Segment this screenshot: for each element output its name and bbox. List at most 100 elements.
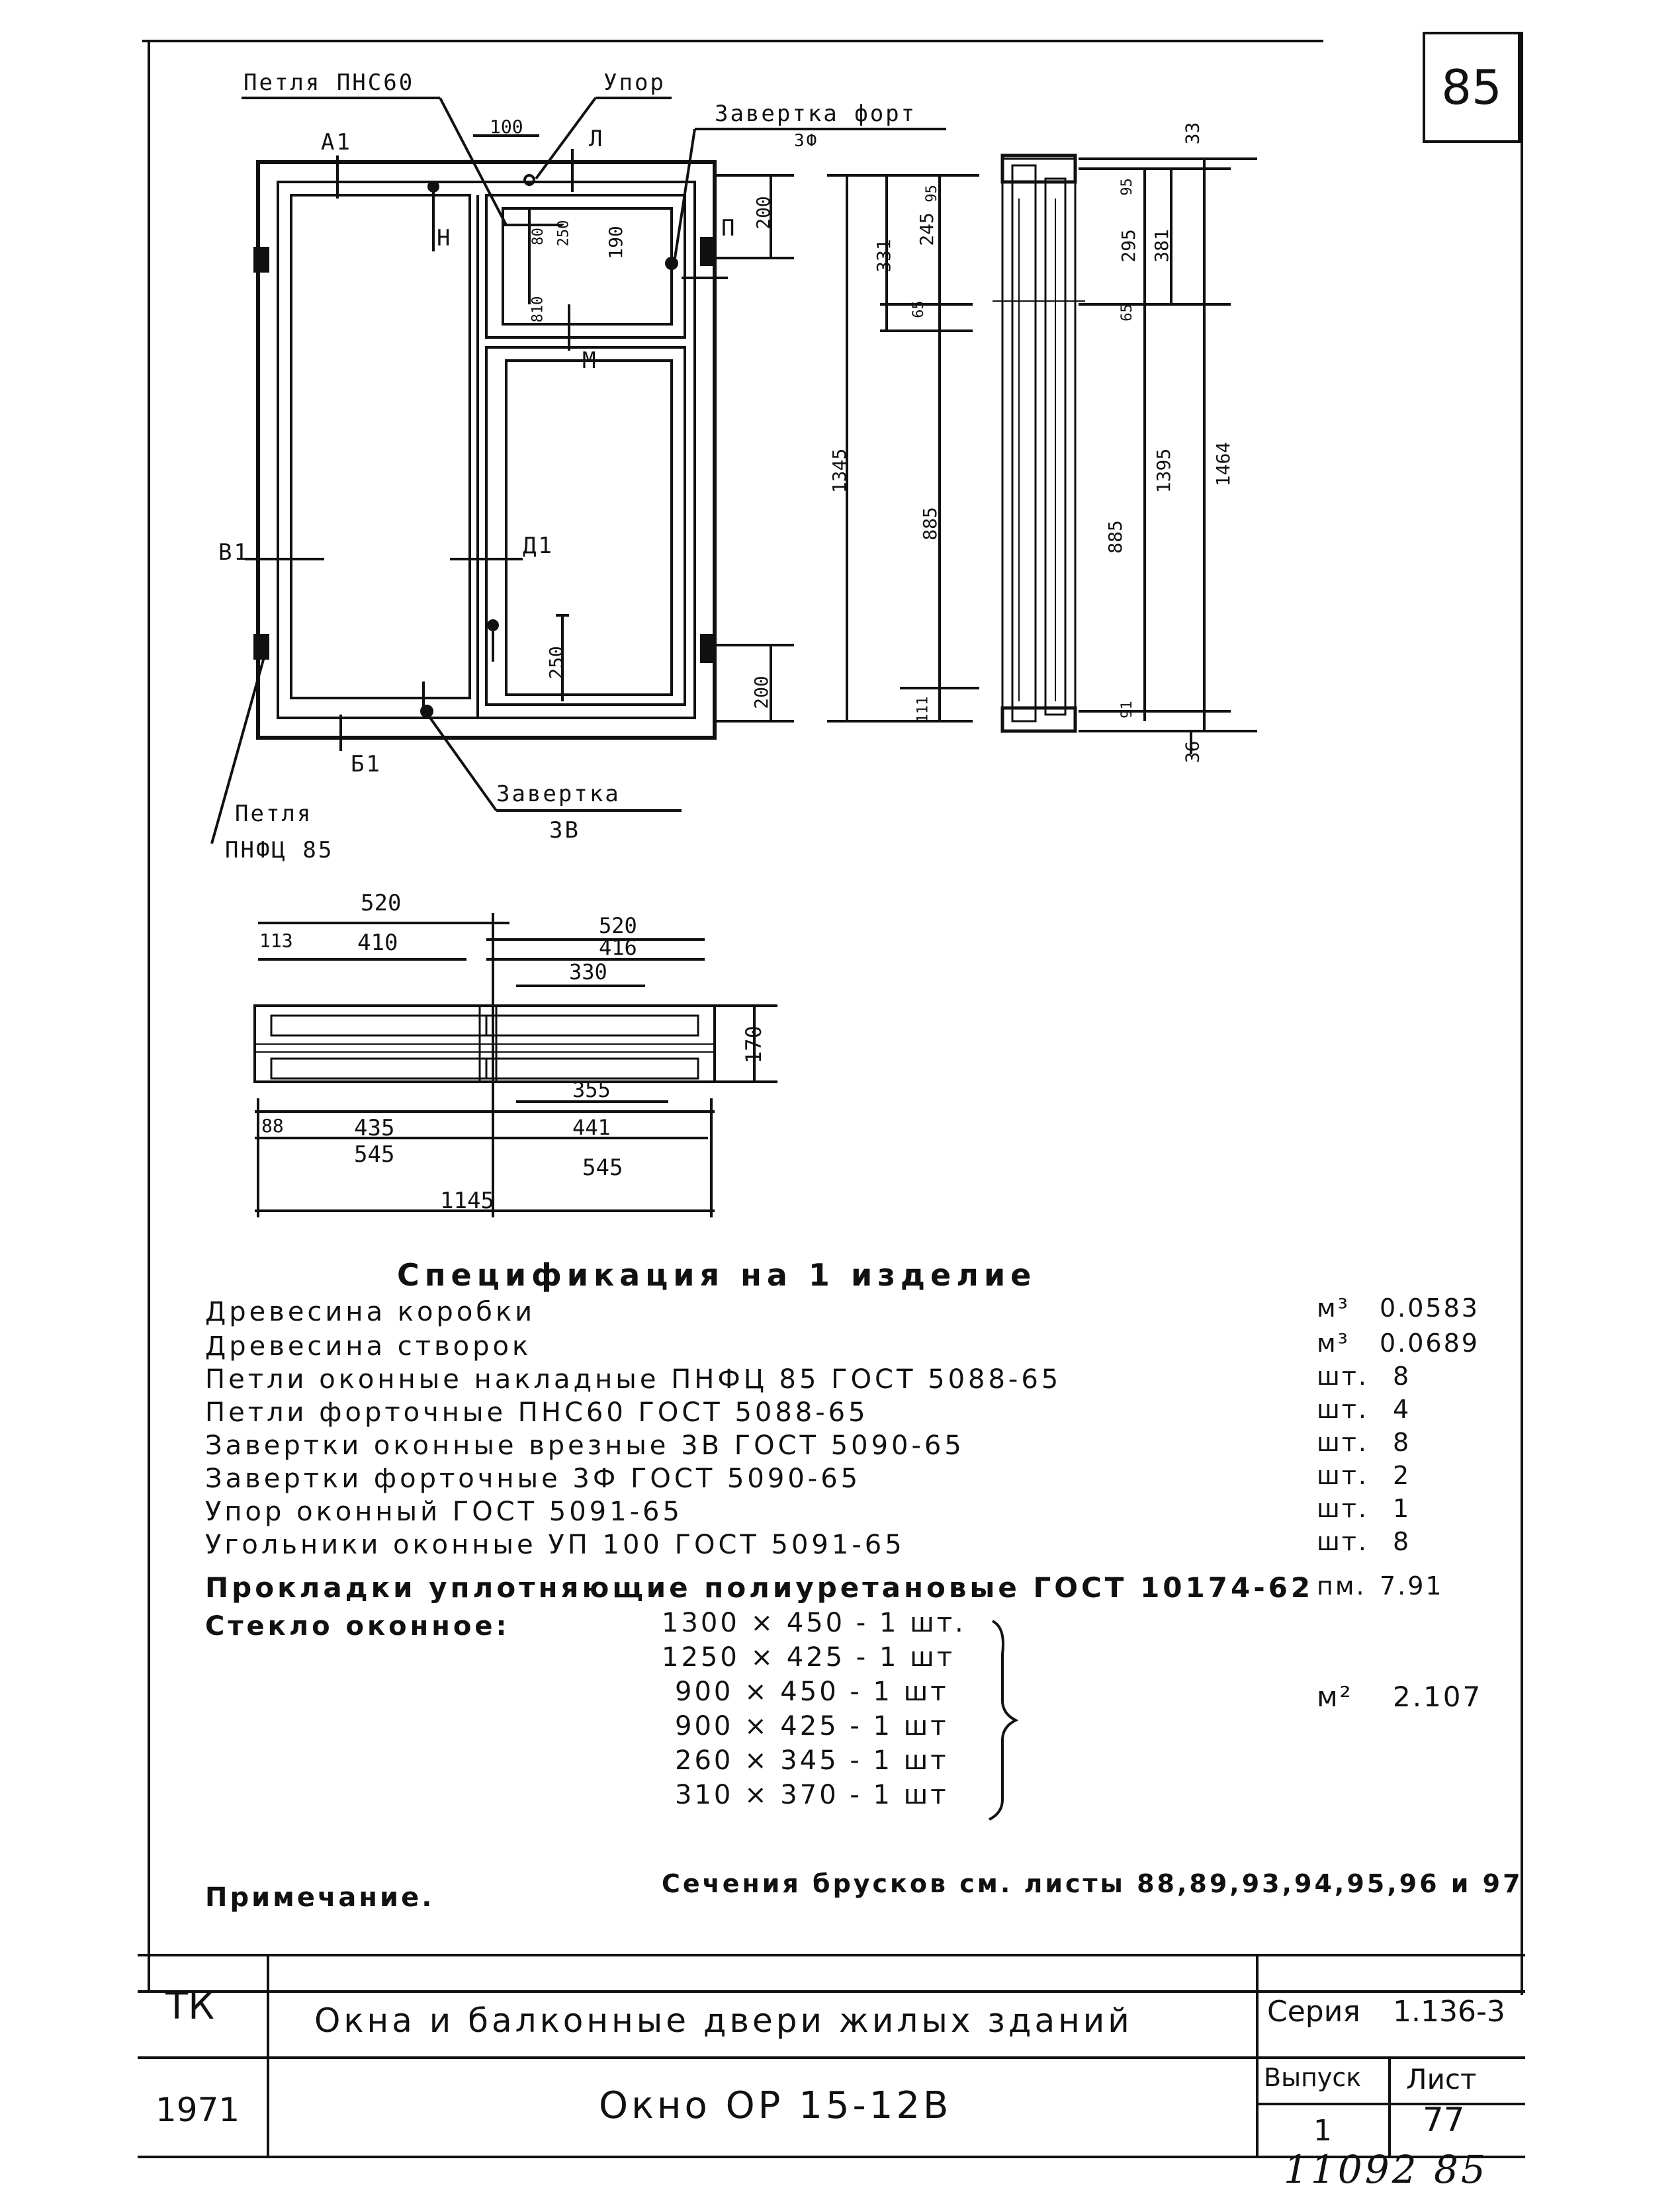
latch-code: 3В: [549, 817, 580, 844]
handwritten-number: 11092 85: [1284, 2147, 1488, 2192]
dim-95-right: 95: [1118, 178, 1135, 196]
dim-65-right: 65: [1118, 304, 1135, 322]
page-number: 85: [1423, 32, 1521, 143]
title-block-sheet: 77: [1423, 2101, 1465, 2139]
dim-200-bottom: 200: [750, 676, 772, 709]
spec-row-qty: 1: [1393, 1494, 1411, 1523]
glass-item: 310 × 370 - 1 шт: [675, 1780, 949, 1810]
dim-190: 190: [604, 226, 627, 259]
glass-item: 1250 × 425 - 1 шт: [662, 1642, 955, 1673]
dim-80: 80: [529, 228, 547, 245]
title-block-sheet-label: Лист: [1406, 2063, 1477, 2095]
section-mark-d1: Д1: [523, 533, 554, 559]
dim-416: 416: [599, 935, 637, 960]
glass-item: 900 × 450 - 1 шт: [675, 1677, 949, 1707]
spec-row-qty: 7.91: [1380, 1571, 1444, 1600]
dim-545-left: 545: [354, 1141, 395, 1168]
spec-row-unit: шт.: [1317, 1395, 1368, 1424]
dim-885-left: 885: [918, 507, 941, 541]
dim-381: 381: [1150, 229, 1172, 263]
spec-row-unit: шт.: [1317, 1494, 1368, 1523]
dim-100: 100: [490, 116, 523, 138]
dim-331: 331: [872, 239, 895, 273]
glass-item: 1300 × 450 - 1 шт.: [662, 1608, 966, 1638]
dim-170: 170: [740, 1026, 766, 1064]
spec-row-qty: 0.0689: [1380, 1329, 1480, 1358]
spec-row-qty: 8: [1393, 1527, 1411, 1556]
stop-callout: Упор: [603, 69, 666, 96]
section-mark-a1: А1: [321, 129, 352, 155]
glass-item: 260 × 345 - 1 шт: [675, 1745, 949, 1776]
fort-latch-callout: Завертка форт: [715, 101, 917, 127]
section-mark-v1: В1: [218, 539, 249, 566]
dim-65-left: 65: [910, 300, 927, 318]
section-mark-n: Н: [437, 225, 453, 251]
section-mark-b1: Б1: [351, 751, 382, 777]
dim-250-top: 250: [555, 220, 572, 247]
title-block-subject: Окна и балконные двери жилых зданий: [314, 2001, 1133, 2040]
spec-row-unit: пм.: [1317, 1571, 1366, 1600]
dim-95-left: 95: [923, 185, 940, 202]
title-block-issue-label: Выпуск: [1264, 2063, 1362, 2092]
dim-250-bottom: 250: [545, 646, 567, 680]
dim-111: 111: [914, 696, 932, 723]
title-block-org: ТК: [165, 1985, 214, 2028]
spec-row-name: Завертки оконные врезные 3В ГОСТ 5090-65: [205, 1430, 965, 1461]
dim-520-left: 520: [361, 890, 402, 916]
dim-113: 113: [259, 930, 293, 951]
dim-330: 330: [569, 959, 607, 985]
fort-latch-code: 3Ф: [794, 131, 819, 151]
spec-row-name: Прокладки уплотняющие полиуретановые ГОС…: [205, 1571, 1314, 1604]
spec-row-unit: шт.: [1317, 1461, 1368, 1490]
dim-245: 245: [915, 212, 938, 246]
spec-row-unit: шт.: [1317, 1527, 1368, 1556]
dim-1145: 1145: [440, 1188, 494, 1214]
title-block-series: 1.136-3: [1393, 1995, 1505, 2029]
dim-810: 810: [529, 296, 547, 323]
dim-36: 36: [1181, 740, 1204, 764]
dim-91: 91: [1118, 701, 1135, 719]
note-text: Сечения брусков см. листы 88,89,93,94,95…: [662, 1869, 1523, 1898]
spec-row-unit: м³: [1317, 1329, 1350, 1358]
title-block-name: Окно ОР 15-12В: [599, 2084, 952, 2127]
spec-row-name: Древесина створок: [205, 1331, 532, 1362]
spec-row-qty: 8: [1393, 1362, 1411, 1391]
dim-1345: 1345: [828, 448, 851, 494]
spec-row-unit: м³: [1317, 1293, 1350, 1323]
latch-callout: Завертка: [496, 781, 621, 807]
title-block-series-label: Серия: [1267, 1995, 1360, 2029]
dim-520-right: 520: [599, 913, 637, 938]
glass-item: 900 × 425 - 1 шт: [675, 1711, 949, 1741]
spec-row-name: Упор оконный ГОСТ 5091-65: [205, 1497, 683, 1527]
glass-total: 2.107: [1393, 1681, 1483, 1713]
dim-441: 441: [572, 1115, 611, 1140]
dim-435: 435: [354, 1115, 395, 1141]
dim-200-top: 200: [752, 196, 774, 230]
title-block-issue: 1: [1313, 2114, 1332, 2148]
spec-row-name: Завертки форточные 3Ф ГОСТ 5090-65: [205, 1464, 862, 1494]
dim-88: 88: [261, 1115, 284, 1137]
spec-row-unit: шт.: [1317, 1428, 1368, 1457]
section-mark-m: М: [582, 347, 598, 374]
section-mark-l: Л: [589, 126, 605, 152]
dim-545-right: 545: [582, 1155, 623, 1181]
dim-410: 410: [357, 930, 398, 956]
spec-row-unit: шт.: [1317, 1362, 1368, 1391]
spec-row-qty: 2: [1393, 1461, 1411, 1490]
spec-row-qty: 8: [1393, 1428, 1411, 1457]
spec-row-name: Петли форточные ПНС60 ГОСТ 5088-65: [205, 1397, 869, 1428]
dim-1464: 1464: [1212, 441, 1235, 487]
dim-1395: 1395: [1153, 448, 1175, 494]
dim-33: 33: [1181, 122, 1204, 145]
glass-unit: м²: [1317, 1681, 1353, 1713]
spec-row-name: Угольники оконные УП 100 ГОСТ 5091-65: [205, 1530, 905, 1560]
title-block-year: 1971: [155, 2091, 240, 2129]
hinge-bottom-code: ПНФЦ 85: [225, 837, 334, 863]
glass-label: Стекло оконное:: [205, 1611, 510, 1642]
spec-row-name: Петли оконные накладные ПНФЦ 85 ГОСТ 508…: [205, 1364, 1062, 1395]
spec-row-qty: 4: [1393, 1395, 1411, 1424]
dim-355: 355: [572, 1077, 611, 1102]
dim-885-right: 885: [1104, 520, 1126, 554]
note-label: Примечание.: [205, 1882, 435, 1913]
